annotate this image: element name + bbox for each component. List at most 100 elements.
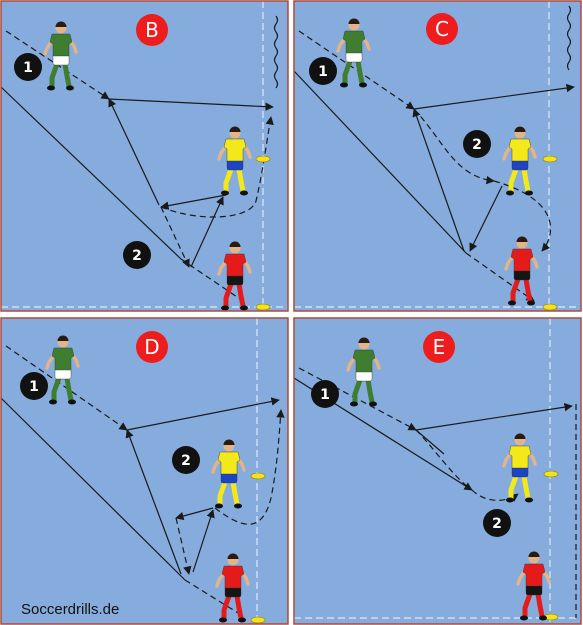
pass-arrow-1 — [413, 83, 575, 110]
cone — [542, 155, 558, 163]
cone — [255, 155, 271, 163]
cone — [255, 303, 271, 311]
badge-player-2-label: 2 — [132, 248, 142, 264]
pass-arrow-2 — [412, 108, 465, 252]
credit-watermark: Soccerdrills.de — [21, 601, 120, 618]
player-green — [45, 335, 80, 405]
player-shirt — [510, 248, 534, 272]
player-leg — [535, 591, 545, 619]
wavy-dribble — [566, 5, 572, 71]
player-boot — [520, 615, 528, 621]
long-pass — [293, 70, 467, 254]
run-line-3 — [184, 579, 244, 617]
player-shirt — [352, 349, 376, 373]
player-leg — [64, 375, 74, 403]
panel-border — [0, 0, 289, 312]
player-shirt — [508, 138, 532, 162]
pass-arrow-1 — [108, 98, 274, 111]
player-shirt — [522, 563, 546, 587]
player-leg — [62, 61, 72, 89]
player-yellow — [211, 439, 246, 509]
player-red — [217, 241, 252, 311]
player-leg — [523, 276, 533, 304]
player-leg — [352, 377, 363, 405]
player-boot — [240, 190, 248, 196]
badge-player-1-label: 1 — [29, 379, 39, 395]
cone — [250, 616, 266, 624]
badge-player-2 — [172, 446, 200, 474]
player-leg — [522, 591, 533, 619]
player-shirt — [223, 253, 247, 277]
player-leg — [510, 276, 521, 304]
player-yellow — [502, 433, 537, 503]
player-red — [215, 553, 250, 623]
badge-player-2 — [483, 509, 511, 537]
badge-player-2 — [463, 130, 491, 158]
player-leg — [521, 473, 531, 501]
player-boot — [359, 82, 367, 88]
player-yellow — [502, 126, 537, 196]
player-boot — [221, 190, 229, 196]
player-leg — [221, 593, 232, 621]
curved-run — [471, 489, 519, 502]
player-hair — [358, 337, 370, 343]
player-hair — [348, 18, 360, 24]
panel-d: 1 2 D — [0, 317, 289, 625]
player-leg — [236, 281, 246, 309]
player-shirt — [221, 565, 245, 589]
badge-player-1-label: 1 — [23, 60, 33, 76]
curved-run — [413, 108, 495, 185]
player-hair — [55, 21, 67, 27]
cone — [542, 303, 558, 311]
badge-player-1 — [14, 53, 42, 81]
player-boot — [539, 615, 547, 621]
player-boot — [340, 82, 348, 88]
badge-player-2-label: 2 — [472, 137, 482, 153]
badge-player-1-label: 1 — [320, 387, 330, 403]
panel-c: 1 2 C — [293, 0, 582, 312]
player-boot — [350, 401, 358, 407]
player-yellow — [217, 126, 252, 196]
player-boot — [525, 190, 533, 196]
badge-player-2-label: 2 — [492, 516, 502, 532]
player-boot — [221, 305, 229, 311]
run-line-1 — [298, 30, 415, 110]
player-shirt — [508, 445, 532, 469]
player-leg — [521, 166, 531, 194]
long-pass — [0, 86, 182, 260]
player-leg — [365, 377, 375, 405]
player-boot — [234, 503, 242, 509]
curved-run-2 — [493, 180, 552, 252]
player-shirt — [51, 347, 75, 371]
player-leg — [508, 473, 519, 501]
panel-e: 1 2 E — [293, 317, 582, 625]
pass-arrow-1 — [126, 397, 280, 431]
player-leg — [51, 375, 62, 403]
player-boot — [219, 617, 227, 623]
player-red — [504, 236, 539, 306]
pass-arrow-2 — [415, 429, 445, 455]
panel-label: E — [433, 335, 446, 359]
player-hair — [229, 241, 241, 247]
panel-b: 1 2 B — [0, 0, 289, 312]
long-pass — [0, 397, 186, 581]
badge-player-1-label: 1 — [318, 64, 328, 80]
player-leg — [223, 281, 234, 309]
pass-arrow-1 — [415, 402, 573, 431]
player-hair — [516, 236, 528, 242]
pass-arrow-3 — [160, 194, 227, 210]
panel-label-badge — [423, 331, 455, 363]
player-hair — [514, 433, 526, 439]
player-leg — [236, 166, 246, 194]
panel-label-badge — [136, 331, 168, 363]
curved-run — [160, 116, 274, 218]
player-leg — [355, 58, 365, 86]
run-line-2 — [465, 252, 535, 302]
player-boot — [215, 503, 223, 509]
panel-label: C — [435, 17, 449, 41]
player-leg — [342, 58, 353, 86]
player-green — [336, 18, 371, 88]
panel-border — [293, 0, 582, 312]
player-boot — [525, 497, 533, 503]
cone — [250, 472, 266, 480]
